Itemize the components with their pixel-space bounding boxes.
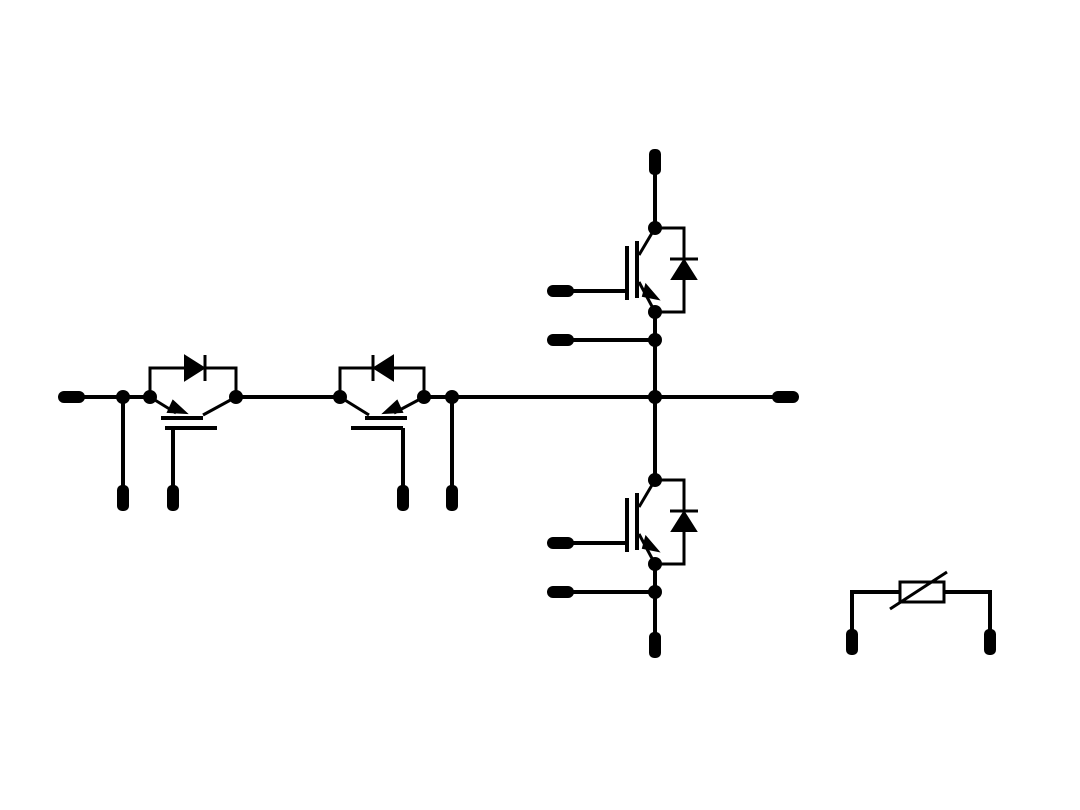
diode-triangle-upper (670, 258, 698, 280)
igbt-symbol-h1 (148, 354, 238, 430)
junction-dot (417, 390, 431, 404)
junction-dot (648, 305, 662, 319)
junction-dot (229, 390, 243, 404)
junction-dot (648, 390, 662, 404)
terminal-pin-aux-upper[interactable] (547, 334, 574, 346)
terminal-pin-left[interactable] (58, 391, 85, 403)
igbt-symbol-upper (560, 226, 698, 314)
junction-dot (648, 473, 662, 487)
wire-ntc-right (944, 590, 992, 640)
junction-dot (116, 390, 130, 404)
thermistor-body (898, 580, 946, 604)
igbt-symbol-lower (560, 478, 698, 566)
junction-dot (143, 390, 157, 404)
junction-dot (648, 221, 662, 235)
emitter-arrow-2 (381, 399, 404, 415)
terminal-pin-gate-upper[interactable] (547, 285, 574, 297)
terminal-pin-aux-lower[interactable] (547, 586, 574, 598)
diode-triangle-2 (372, 354, 394, 382)
terminal-pin-bottom-1[interactable] (117, 485, 129, 511)
terminal-pin-gate-2[interactable] (397, 485, 409, 511)
diode-triangle-1 (184, 354, 206, 382)
emitter-arrow-1 (166, 399, 189, 415)
terminal-pin-ntc-1[interactable] (846, 629, 858, 655)
thermistor-slash (889, 570, 948, 611)
terminal-pin-gate-lower[interactable] (547, 537, 574, 549)
terminal-pins (58, 149, 996, 658)
wire-ntc-left (850, 590, 900, 640)
terminal-pin-ntc-2[interactable] (984, 629, 996, 655)
diode-triangle-lower (670, 510, 698, 532)
emitter-arrow-upper (641, 282, 661, 301)
igbt-symbol-h2 (338, 354, 426, 430)
junction-dot (648, 333, 662, 347)
junction-dot (445, 390, 459, 404)
terminal-pin-bottom[interactable] (649, 632, 661, 658)
junction-dot (648, 585, 662, 599)
emitter-arrow-lower (641, 534, 661, 553)
terminal-pin-output[interactable] (772, 391, 799, 403)
terminal-pin-gate-1[interactable] (167, 485, 179, 511)
ntc-thermistor-symbol (889, 570, 948, 611)
wires (70, 163, 992, 645)
junction-dots (116, 221, 662, 599)
junction-dot (648, 557, 662, 571)
terminal-pin-bottom-4[interactable] (446, 485, 458, 511)
terminal-pin-top[interactable] (649, 149, 661, 175)
junction-dot (333, 390, 347, 404)
